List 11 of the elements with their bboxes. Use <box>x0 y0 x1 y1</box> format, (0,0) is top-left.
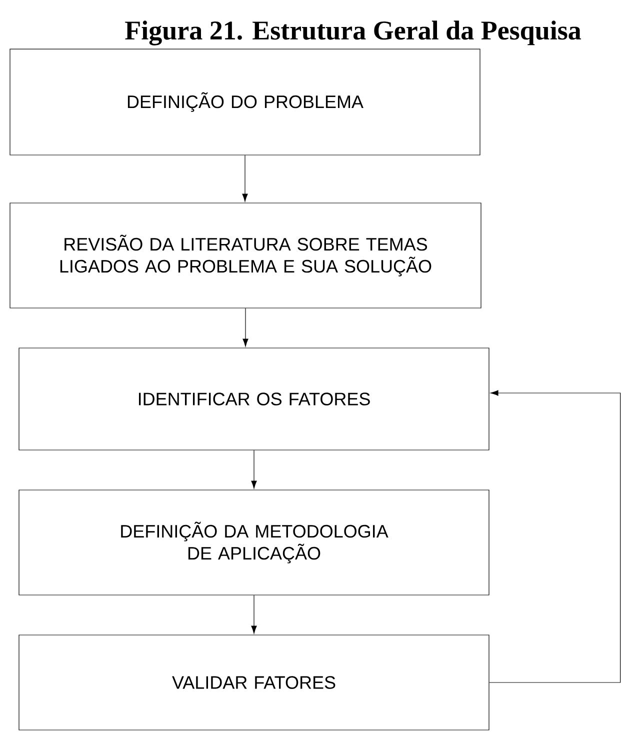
arrow <box>251 450 257 489</box>
process-box: VALIDAR FATORES <box>18 634 490 730</box>
figure-title: Figura 21. Estrutura Geral da Pesquisa <box>125 20 581 46</box>
arrow <box>251 595 257 634</box>
arrow <box>489 390 621 683</box>
process-box: DEFINIÇÃO DO PROBLEMA <box>10 48 480 156</box>
process-box: DEFINIÇÃO DA METODOLOGIA DE APLICAÇÃO <box>18 490 490 596</box>
process-box: IDENTIFICAR OS FATORES <box>18 348 490 450</box>
arrow <box>242 155 248 202</box>
arrow <box>242 308 248 347</box>
process-box: REVISÃO DA LITERATURA SOBRE TEMAS LIGADOS AO PROBLEMA E SUA SOLUÇÃO <box>10 202 482 308</box>
